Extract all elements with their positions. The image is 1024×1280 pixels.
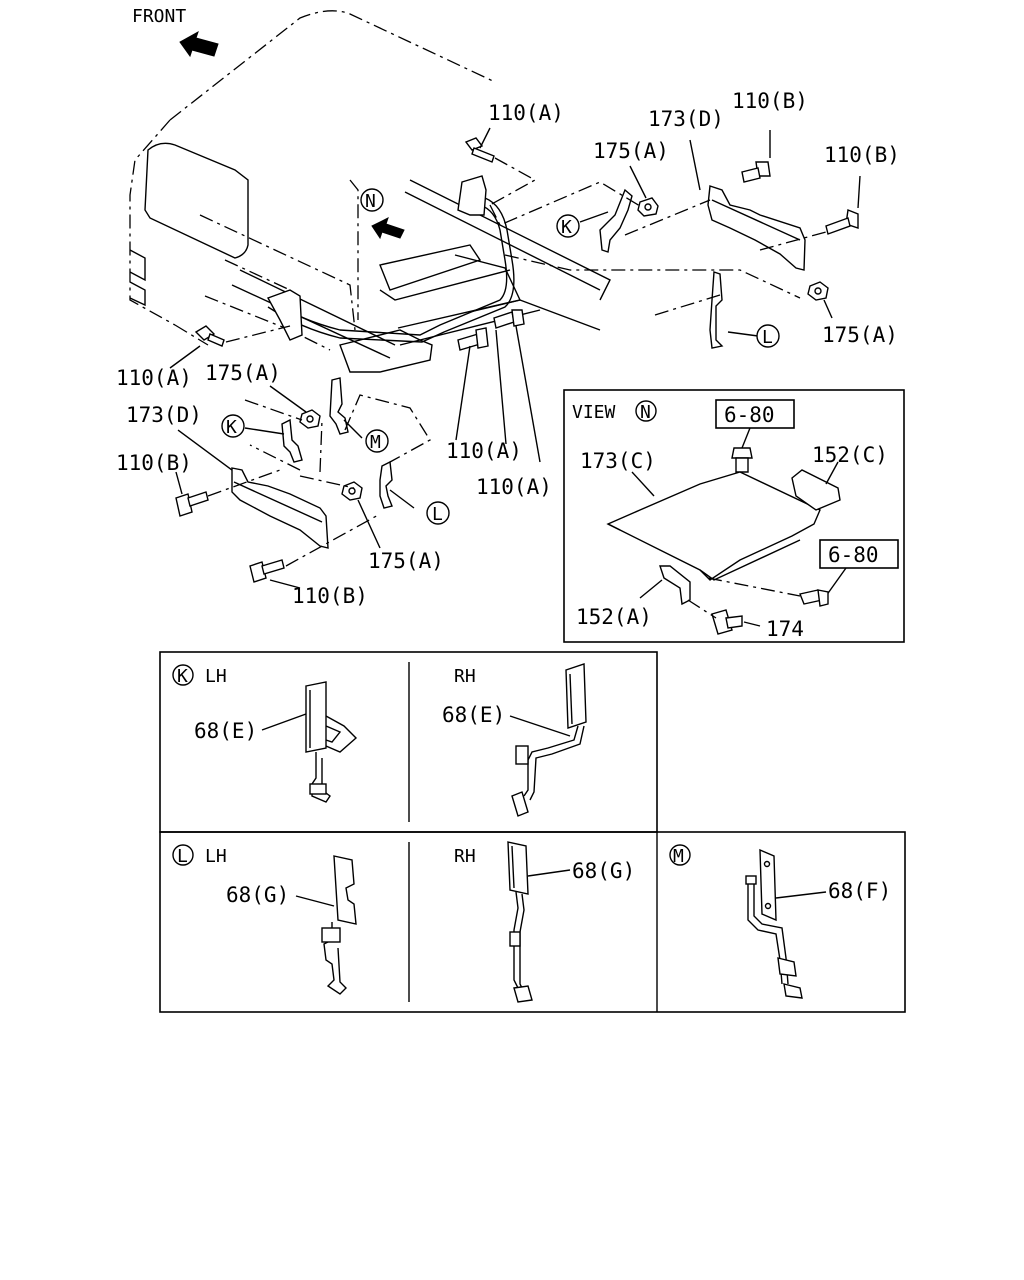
ref-box-1 [715,399,795,429]
label-152c: 152(C) [812,443,888,467]
panel-k-rh-side: RH [454,666,476,687]
callout-m-circle [365,429,389,453]
bracket-68g-rh [507,841,571,1003]
panel-k-side: LH [205,666,227,687]
view-n-arrow-icon [371,217,405,240]
label-110b-bottom: 110(B) [292,584,368,608]
ref-6-80-bottom: 6-80 [828,543,879,567]
panel-l-ref-circle [172,844,194,866]
label-175a-top: 175(A) [593,139,669,163]
panel-k-part: 68(E) [194,719,257,743]
label-174: 174 [766,617,804,641]
upper-right-assembly [464,130,861,349]
view-n-ref-circle [635,400,657,422]
view-n-title: VIEW [572,402,616,423]
callout-k-left-label: K [226,417,237,438]
front-arrow-icon [179,30,219,58]
label-110b-top-2: 110(B) [824,143,900,167]
bracket-68g-lh [295,855,357,995]
panel-k-ref: K [177,666,188,687]
panel-l-part: 68(G) [226,883,289,907]
callout-m-label: M [370,432,381,453]
view-n-box [563,389,905,643]
callout-n-circle [360,188,384,212]
callout-l-left-label: L [432,504,443,525]
label-173c: 173(C) [580,449,656,473]
bracket-68f [745,848,827,999]
callout-l-left-circle [426,501,450,525]
ref-box-2 [819,539,899,569]
panel-l-rh-part: 68(G) [572,859,635,883]
panel-k-rh-part: 68(E) [442,703,505,727]
callout-n-label: N [365,191,376,212]
panel-l-rh-side: RH [454,846,476,867]
bracket-68e-lh [261,681,358,803]
callout-k-top-label: K [561,217,572,238]
label-173d-left: 173(D) [126,403,202,427]
frame-rails [231,175,611,359]
panel-l-side: LH [205,846,227,867]
panel-m-part: 68(F) [828,879,891,903]
detail-panels-frame [159,651,906,1013]
front-label: FRONT [132,6,186,27]
label-175a-left: 175(A) [205,361,281,385]
label-110a-left: 110(A) [116,366,192,390]
panel-m-ref-circle [669,844,691,866]
view-n-ref-label: N [640,402,651,423]
label-110b-top-1: 110(B) [732,89,808,113]
callout-k-left-circle [221,414,245,438]
bracket-68e-rh [509,663,587,817]
label-110b-left: 110(B) [116,451,192,475]
label-110a-mid2: 110(A) [476,475,552,499]
panel-m-ref: M [673,846,684,867]
cab-outline [129,10,496,351]
ref-6-80-top: 6-80 [724,403,775,427]
callout-l-top-circle [756,324,780,348]
label-152a: 152(A) [576,605,652,629]
callout-k-top-circle [556,214,580,238]
label-173d-top: 173(D) [648,107,724,131]
view-n-parts [606,447,841,635]
lower-left-assembly [169,309,541,589]
label-110a-mid1: 110(A) [446,439,522,463]
label-175a-right: 175(A) [822,323,898,347]
callout-l-top-label: L [762,327,773,348]
label-110a-top: 110(A) [488,101,564,125]
label-175a-bottom: 175(A) [368,549,444,573]
panel-k-ref-circle [172,664,194,686]
panel-l-ref: L [177,846,188,867]
